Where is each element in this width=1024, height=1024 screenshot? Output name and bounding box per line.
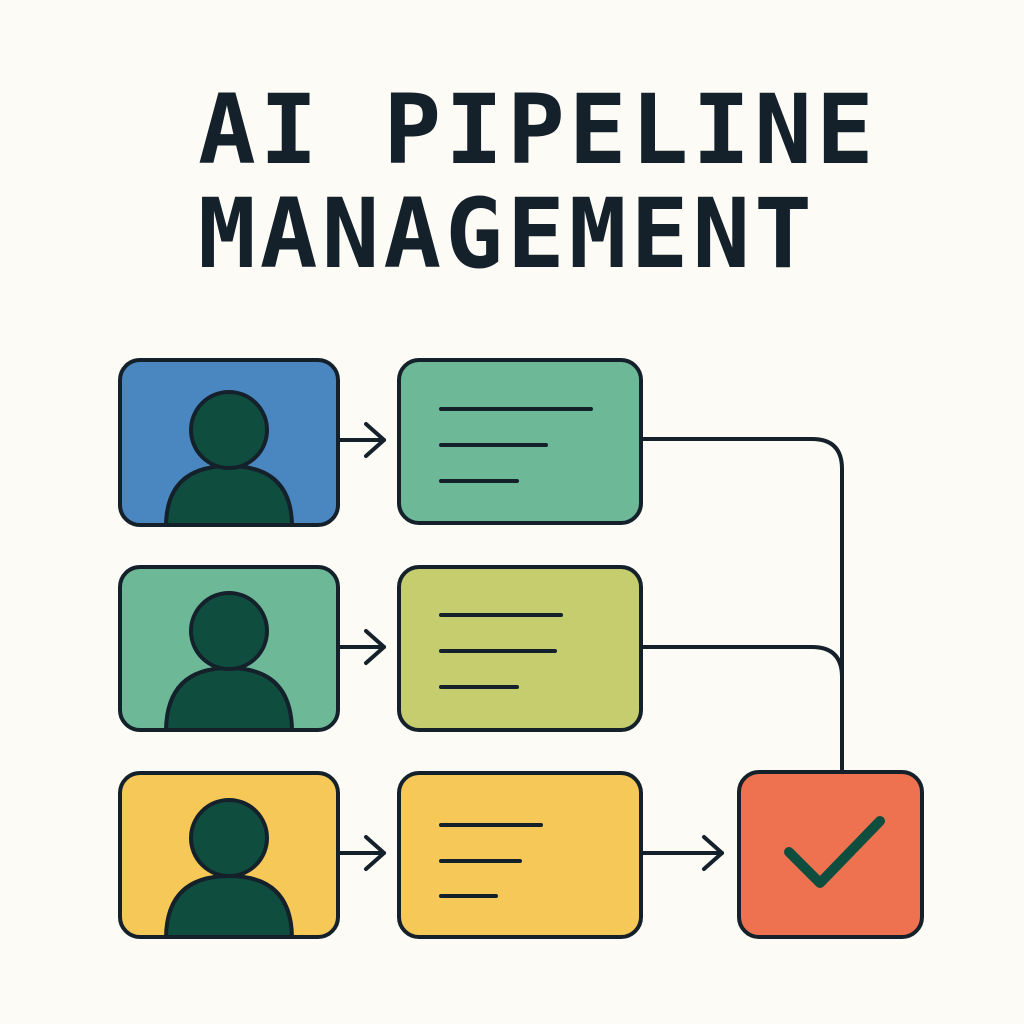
- person-card-row2: [118, 565, 340, 732]
- title-line-1: AI PIPELINE: [198, 74, 878, 186]
- checkmark-icon: [784, 816, 885, 888]
- text-lines-icon: [439, 823, 543, 898]
- person-card-row1: [118, 358, 340, 527]
- document-card-row1: [397, 358, 643, 525]
- row-3: [118, 771, 643, 939]
- person-icon: [163, 390, 295, 525]
- arrow-row3: [336, 835, 386, 871]
- arrow-row2: [336, 629, 386, 665]
- person-icon: [163, 591, 295, 730]
- approval-card: [737, 770, 924, 939]
- title-line-2: MANAGEMENT: [198, 178, 816, 290]
- person-icon: [163, 798, 295, 937]
- person-card-row3: [118, 771, 340, 939]
- arrow-row1: [336, 422, 386, 458]
- row-1: [118, 358, 643, 527]
- document-card-row2: [397, 565, 643, 732]
- connector-row2-to-approval: [639, 645, 844, 679]
- arrow-to-approval: [639, 835, 724, 871]
- page-title: AI PIPELINE MANAGEMENT: [198, 78, 878, 286]
- row-2: [118, 565, 643, 732]
- connector-row1-to-approval: [639, 437, 844, 774]
- document-card-row3: [397, 771, 643, 939]
- text-lines-icon: [439, 613, 563, 689]
- text-lines-icon: [439, 407, 593, 483]
